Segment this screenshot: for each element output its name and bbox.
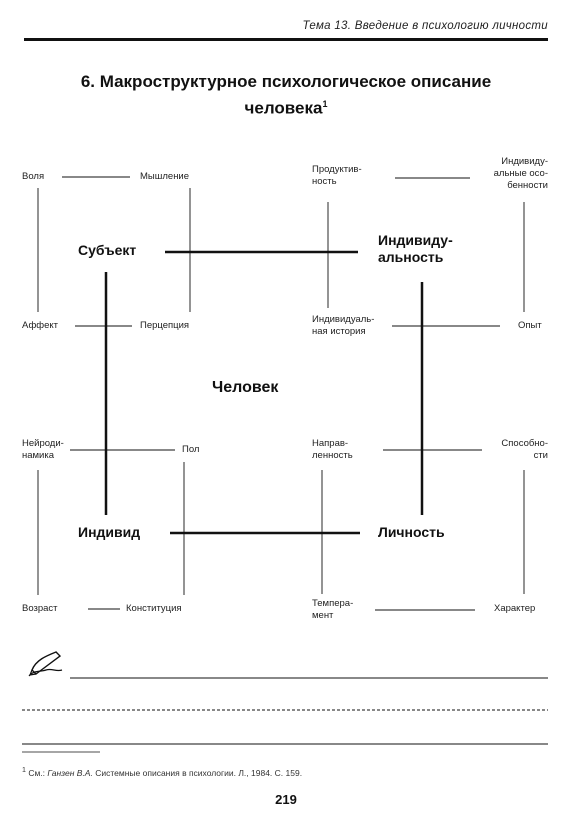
title-line-2: человека bbox=[244, 98, 323, 118]
title-footnote-mark: 1 bbox=[322, 99, 328, 109]
label-productivity-1: Продуктив- bbox=[312, 164, 362, 175]
label-indiv-history-2: ная история bbox=[312, 326, 366, 337]
header-rule bbox=[24, 38, 548, 41]
label-neurodyn-2: намика bbox=[22, 450, 55, 461]
label-napravl-2: ленность bbox=[312, 450, 353, 461]
label-myshlenie: Мышление bbox=[140, 171, 190, 182]
footnote: 1 См.: Ганзен В.А. Системные описания в … bbox=[22, 766, 302, 778]
label-konstituciya: Конституция bbox=[126, 603, 182, 614]
footnote-author: Ганзен В.А. bbox=[47, 767, 93, 778]
label-harakter: Характер bbox=[494, 603, 536, 614]
label-napravl: Направ- ленность bbox=[312, 438, 353, 462]
footnote-prefix: См.: bbox=[28, 767, 46, 778]
footnote-text: Системные описания в психологии. Л., 198… bbox=[95, 767, 303, 778]
label-sposobn: Способно- сти bbox=[480, 438, 548, 462]
label-temper: Темпера- мент bbox=[312, 598, 353, 622]
label-sposobn-1: Способно- bbox=[501, 438, 548, 449]
pen-notes-icon bbox=[26, 648, 66, 685]
label-pol: Пол bbox=[182, 444, 200, 455]
footnote-mark: 1 bbox=[22, 766, 26, 774]
label-vozrast: Возраст bbox=[22, 603, 58, 614]
title-line-1: 6. Макроструктурное психологическое опис… bbox=[80, 72, 492, 91]
label-individual: Индивид bbox=[78, 524, 141, 540]
label-indiv-history: Индивидуаль- ная история bbox=[312, 314, 374, 338]
label-productivity: Продуктив- ность bbox=[312, 164, 362, 188]
label-individuality: Индивиду- альность bbox=[378, 232, 453, 266]
label-indiv-history-1: Индивидуаль- bbox=[312, 314, 375, 325]
label-indiv-features-2: альные осо- bbox=[493, 168, 548, 179]
page-number: 219 bbox=[275, 792, 297, 807]
label-indiv-features-1: Индивиду- bbox=[501, 156, 548, 167]
label-neurodyn-1: Нейроди- bbox=[22, 438, 64, 449]
label-temper-2: мент bbox=[312, 610, 334, 621]
label-personality: Личность bbox=[378, 524, 445, 540]
label-indiv-features-3: бенности bbox=[507, 180, 548, 191]
label-indiv-features: Индивиду- альные осо- бенности bbox=[472, 156, 548, 192]
label-individuality-2: альность bbox=[378, 249, 444, 265]
label-percepciya: Перцепция bbox=[140, 320, 190, 331]
label-napravl-1: Направ- bbox=[312, 438, 349, 449]
label-temper-1: Темпера- bbox=[312, 598, 354, 609]
label-individuality-1: Индивиду- bbox=[378, 232, 453, 248]
label-neurodyn: Нейроди- намика bbox=[22, 438, 64, 462]
label-subject: Субъект bbox=[78, 242, 137, 258]
label-volya: Воля bbox=[22, 171, 45, 182]
label-opyt: Опыт bbox=[518, 320, 542, 331]
label-center-human: Человек bbox=[212, 379, 279, 396]
label-productivity-2: ность bbox=[312, 176, 337, 187]
page-title: 6. Макроструктурное психологическое опис… bbox=[0, 70, 572, 120]
label-sposobn-2: сти bbox=[533, 450, 548, 461]
label-affekt: Аффект bbox=[22, 320, 58, 331]
running-head: Тема 13. Введение в психологию личности bbox=[302, 20, 548, 32]
